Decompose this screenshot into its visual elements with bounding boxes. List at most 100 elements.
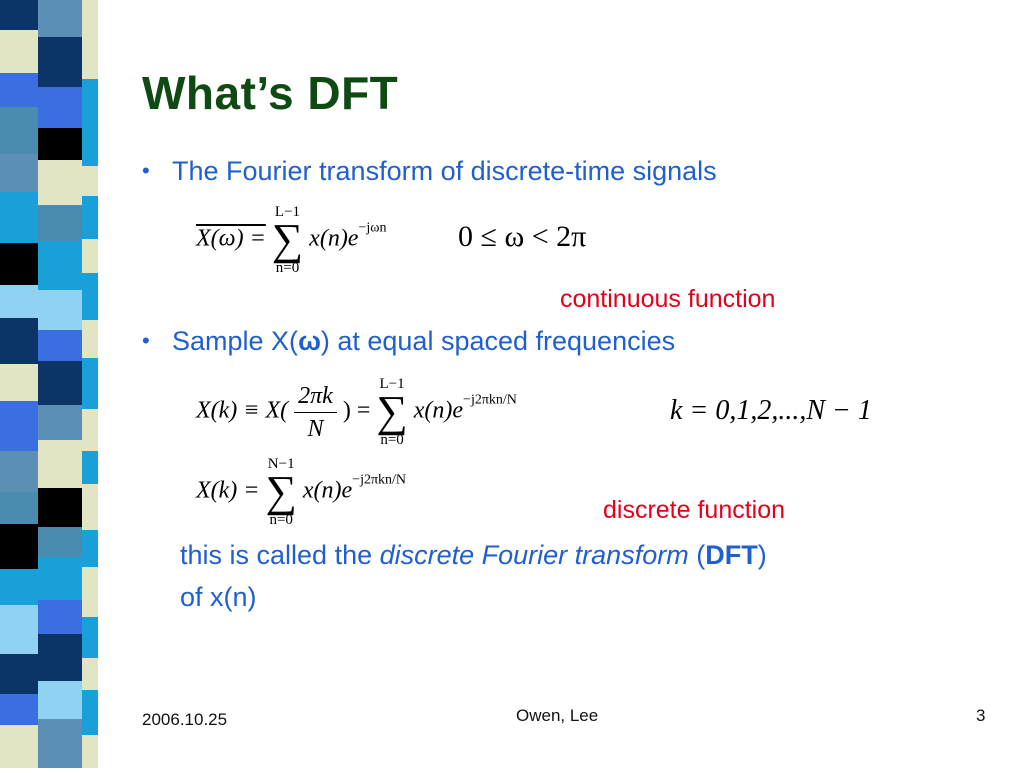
equation-dft: X(k) = N−1 ∑ n=0 x(n)e−j2πkn/N bbox=[196, 456, 406, 528]
stripe-block bbox=[82, 567, 98, 617]
eq2-summation: L−1 ∑ n=0 bbox=[376, 376, 407, 448]
stripe-block bbox=[0, 154, 38, 192]
eq3-exponent: −j2πkn/N bbox=[352, 472, 407, 488]
bullet-1-text: The Fourier transform of discrete-time s… bbox=[172, 156, 717, 186]
stripe-block bbox=[82, 658, 98, 690]
eq3-summation: N−1 ∑ n=0 bbox=[266, 456, 297, 528]
eq3-body: x(n)e bbox=[302, 477, 353, 504]
eq3-lhs: X(k) = bbox=[196, 477, 260, 504]
eq1-sum-lower: n=0 bbox=[275, 260, 300, 276]
stripe-block bbox=[0, 569, 38, 605]
stripe-block bbox=[82, 617, 98, 658]
stripe-block bbox=[0, 0, 38, 30]
stripe-block bbox=[38, 600, 82, 634]
summary-pre: this is called the bbox=[180, 540, 380, 570]
footer-date: 2006.10.25 bbox=[142, 710, 228, 729]
stripe-block bbox=[82, 44, 98, 79]
eq2-sum-lower: n=0 bbox=[380, 432, 404, 448]
bullet-1: • The Fourier transform of discrete-time … bbox=[142, 156, 717, 187]
eq2-denominator: N bbox=[307, 415, 324, 442]
footer-author: Owen, Lee bbox=[516, 706, 599, 725]
stripe-block bbox=[38, 128, 82, 160]
stripe-block bbox=[0, 605, 38, 654]
stripe-block bbox=[38, 719, 82, 770]
eq2-exponent: −j2πkn/N bbox=[463, 392, 517, 408]
summary-dft: DFT bbox=[705, 540, 758, 570]
equation-sampling: X(k) ≡ X( 2πk N ) = L−1 ∑ n=0 x(n)e−j2πk… bbox=[196, 376, 517, 448]
stripe-block bbox=[82, 273, 98, 320]
eq2-mid: ) = bbox=[342, 397, 371, 424]
stripe-block bbox=[0, 318, 38, 364]
stripe-block bbox=[82, 127, 98, 166]
eq1-range: 0 ≤ ω < 2π bbox=[458, 220, 587, 253]
bullet-2-omega: ω bbox=[298, 326, 321, 356]
stripe-block bbox=[82, 451, 98, 484]
stripe-block bbox=[0, 694, 38, 725]
stripe-block bbox=[38, 330, 82, 361]
bullet-dot: • bbox=[142, 328, 150, 353]
stripe-block bbox=[38, 557, 82, 600]
eq2-body: x(n)e bbox=[413, 397, 464, 424]
stripe-block bbox=[0, 492, 38, 524]
decorative-stripe bbox=[0, 0, 116, 771]
stripe-block bbox=[82, 530, 98, 567]
stripe-block bbox=[38, 488, 82, 527]
stripe-block bbox=[0, 401, 38, 451]
summary-line-2: of x(n) bbox=[180, 582, 257, 612]
summary-line-1: this is called the discrete Fourier tran… bbox=[180, 540, 767, 571]
sigma-symbol: ∑ bbox=[271, 215, 304, 264]
summary-italic: discrete Fourier transform bbox=[379, 540, 689, 570]
stripe-block bbox=[38, 290, 82, 330]
eq2-range: k = 0,1,2,...,N − 1 bbox=[670, 395, 872, 426]
eq1-exponent: −jωn bbox=[358, 220, 387, 236]
stripe-block bbox=[82, 239, 98, 273]
stripe-block bbox=[82, 166, 98, 196]
stripe-block bbox=[82, 79, 98, 127]
stripe-block bbox=[38, 87, 82, 128]
summary-post: ) bbox=[757, 540, 767, 570]
slide-title: What’s DFT bbox=[142, 67, 399, 119]
bullet-2-pre: Sample X( bbox=[172, 326, 299, 356]
equation-fourier: X(ω) = L−1 ∑ n=0 x(n)e−jωn bbox=[196, 204, 386, 276]
stripe-block bbox=[82, 735, 98, 771]
stripe-block bbox=[0, 451, 38, 492]
eq1-sum-upper: L−1 bbox=[274, 204, 301, 220]
bullet-dot: • bbox=[142, 158, 150, 183]
stripe-block bbox=[38, 527, 82, 557]
stripe-block bbox=[38, 634, 82, 681]
eq1-lhs: X(ω) = bbox=[196, 225, 266, 252]
stripe-block bbox=[82, 0, 98, 44]
stripe-block bbox=[82, 409, 98, 451]
stripe-block bbox=[0, 364, 38, 401]
footer-page-number: 3 bbox=[976, 706, 986, 725]
eq1-body: x(n)e bbox=[309, 225, 359, 252]
note-discrete-function: discrete function bbox=[603, 496, 786, 524]
stripe-block bbox=[38, 205, 82, 241]
stripe-block bbox=[0, 73, 38, 107]
stripe-block bbox=[0, 243, 38, 285]
bullet-2: • Sample X(ω) at equal spaced frequencies bbox=[142, 326, 675, 357]
stripe-block bbox=[38, 160, 82, 205]
stripe-block bbox=[82, 196, 98, 239]
stripe-block bbox=[38, 37, 82, 87]
bullet-2-post: ) at equal spaced frequencies bbox=[320, 326, 676, 356]
stripe-block bbox=[82, 320, 98, 358]
stripe-block bbox=[0, 107, 38, 154]
stripe-block bbox=[82, 484, 98, 530]
stripe-block bbox=[38, 405, 82, 440]
stripe-block bbox=[0, 30, 38, 73]
stripe-block bbox=[38, 440, 82, 488]
eq2-lhs: X(k) ≡ X( bbox=[196, 397, 289, 424]
eq2-sum-upper: L−1 bbox=[379, 376, 405, 392]
eq3-sum-lower: n=0 bbox=[269, 512, 293, 528]
eq3-sum-upper: N−1 bbox=[267, 456, 295, 472]
eq1-summation: L−1 ∑ n=0 bbox=[272, 204, 303, 276]
stripe-block bbox=[0, 654, 38, 694]
sigma-symbol: ∑ bbox=[376, 387, 408, 436]
stripe-block bbox=[0, 192, 38, 243]
sigma-symbol: ∑ bbox=[265, 467, 297, 516]
stripe-block bbox=[0, 725, 38, 769]
stripe-block bbox=[82, 690, 98, 735]
stripe-block bbox=[38, 681, 82, 719]
eq2-numerator: 2πk bbox=[294, 380, 337, 413]
